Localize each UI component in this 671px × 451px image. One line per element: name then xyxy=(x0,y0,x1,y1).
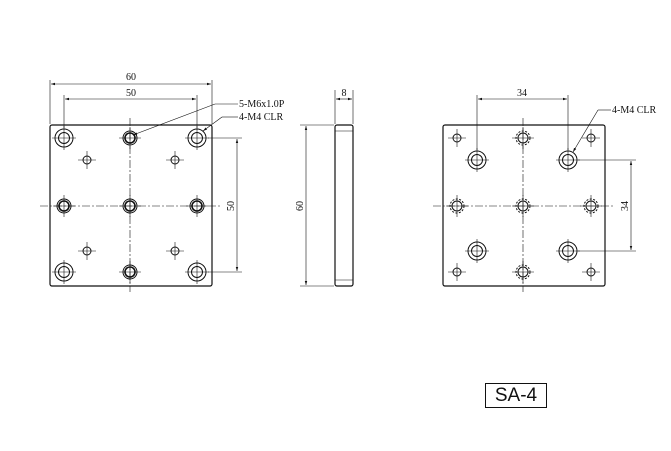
small-hole xyxy=(165,150,185,170)
small-hole xyxy=(77,241,97,261)
tapped-hole xyxy=(118,126,142,150)
dim-right-hole-pitch-label: 34 xyxy=(517,88,527,99)
small-hole xyxy=(581,262,601,282)
right-plate-outline xyxy=(442,124,606,287)
left-view: 60 50 50 5-M6x1.0P 4-M4 CLR xyxy=(40,72,285,292)
dim-right-vertical-pitch-label: 34 xyxy=(620,201,631,211)
clearance-hole xyxy=(51,125,77,151)
side-view: 8 60 xyxy=(295,88,354,287)
side-plate-outline xyxy=(334,124,354,287)
dim-hole-pitch-label: 50 xyxy=(126,88,136,99)
clearance-hole xyxy=(51,259,77,285)
callout-clearance-label: 4-M4 CLR xyxy=(239,112,284,123)
clearance-hole xyxy=(555,147,581,173)
small-hole xyxy=(447,262,467,282)
tapped-hole xyxy=(185,194,209,218)
tapped-hole xyxy=(52,194,76,218)
clearance-hole xyxy=(184,259,210,285)
threaded-hole xyxy=(511,126,535,150)
callout-leader-right-clearance xyxy=(572,109,599,153)
small-hole xyxy=(165,241,185,261)
threaded-hole xyxy=(511,260,535,284)
clearance-hole xyxy=(464,238,490,264)
small-hole xyxy=(77,150,97,170)
callout-leader-tap xyxy=(132,103,216,136)
threaded-hole xyxy=(445,194,469,218)
small-hole xyxy=(447,128,467,148)
callout-leader-clearance xyxy=(202,116,223,132)
dim-vertical-pitch-label: 50 xyxy=(226,201,237,211)
tapped-hole xyxy=(118,194,142,218)
clearance-hole xyxy=(464,147,490,173)
threaded-hole xyxy=(511,194,535,218)
right-view: 34 34 4-M4 CLR xyxy=(433,88,657,292)
tapped-hole xyxy=(118,260,142,284)
part-label: SA-4 xyxy=(485,383,547,408)
callout-tap-label: 5-M6x1.0P xyxy=(239,99,285,110)
small-hole xyxy=(581,128,601,148)
left-plate-outline xyxy=(49,124,213,287)
threaded-hole xyxy=(579,194,603,218)
callout-right-clearance-label: 4-M4 CLR xyxy=(612,105,657,116)
clearance-hole xyxy=(555,238,581,264)
dim-height-label: 60 xyxy=(295,201,306,211)
dim-width-label: 60 xyxy=(126,72,136,83)
dim-thickness-label: 8 xyxy=(342,88,347,99)
